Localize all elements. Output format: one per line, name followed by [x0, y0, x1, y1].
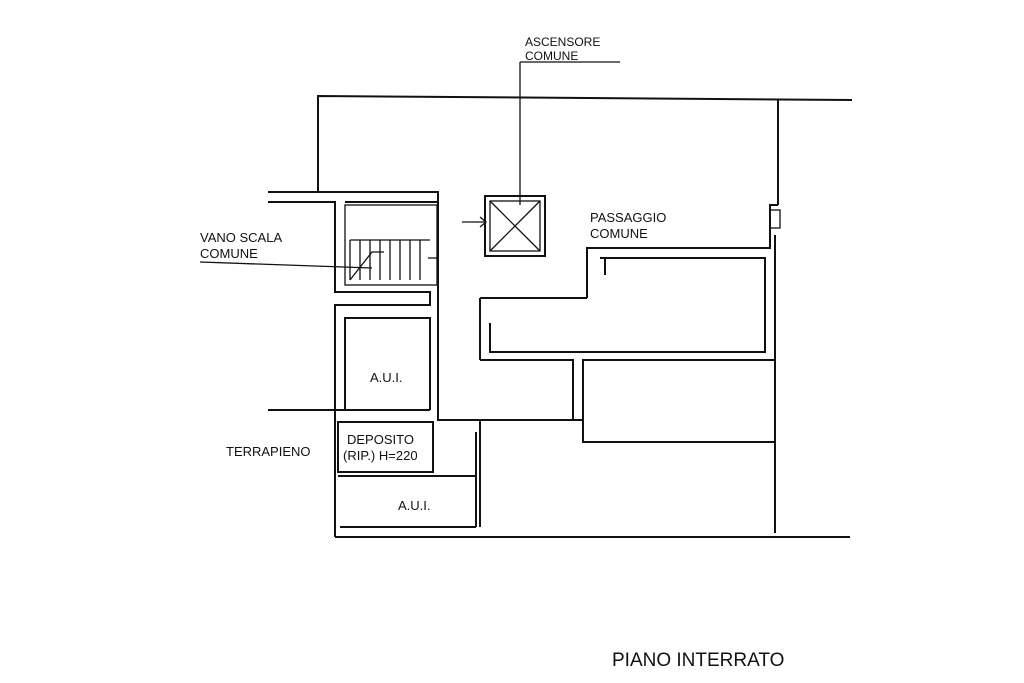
- arrow-icon: [462, 216, 488, 228]
- passaggio-label: PASSAGGIO: [590, 210, 666, 225]
- plan-title: PIANO INTERRATO: [612, 650, 784, 671]
- deposito-label-2: (RIP.) H=220: [343, 448, 418, 463]
- stairwell: [268, 191, 439, 411]
- ascensore-label: ASCENSORE: [525, 35, 600, 49]
- deposito-label: DEPOSITO: [347, 432, 414, 447]
- ascensore-label-2: COMUNE: [525, 49, 578, 63]
- outer-walls: [317, 94, 853, 538]
- aui-upper-room: [335, 317, 431, 411]
- elevator-shaft: [484, 195, 546, 257]
- passaggio-label-2: COMUNE: [590, 226, 648, 241]
- stair-steps: [349, 239, 438, 281]
- deposito-room: [334, 410, 477, 537]
- corridor-walls: [437, 202, 778, 527]
- right-rooms: [475, 257, 775, 476]
- aui-lower-label: A.U.I.: [398, 498, 431, 513]
- terrapieno-label: TERRAPIENO: [226, 444, 311, 459]
- vano-scala-label: VANO SCALA: [200, 230, 282, 245]
- leader-lines: [199, 61, 620, 269]
- aui-upper-label: A.U.I.: [370, 370, 403, 385]
- vano-scala-label-2: COMUNE: [200, 246, 258, 261]
- door-symbol: [769, 209, 781, 229]
